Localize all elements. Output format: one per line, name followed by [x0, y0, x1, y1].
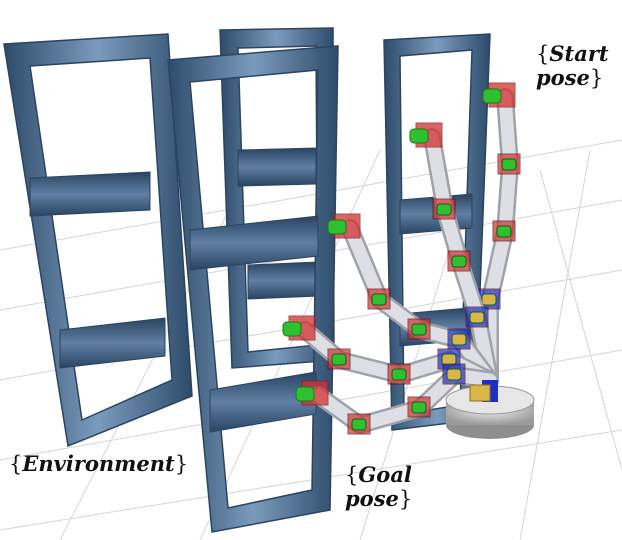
arm-config-4-joint-3 [441, 353, 457, 366]
goal-pose-label-line1: Goal [358, 462, 412, 487]
arm-config-start-end-joint [482, 88, 502, 104]
robot-base [445, 380, 535, 439]
frame-middle-bar-2 [209, 371, 317, 433]
frame-back-bar-2 [247, 261, 319, 300]
start-pose-label-line1: Start [549, 41, 609, 66]
arm-config-start-joint-1 [501, 158, 517, 171]
frame-middle [167, 45, 339, 533]
arm-config-goal-joint-3 [446, 368, 462, 381]
start-pose-label: {Start pose} [536, 41, 609, 91]
frame-left [3, 33, 193, 448]
arm-config-goal-joint-2 [411, 401, 427, 414]
arm-config-start-joint-3 [481, 293, 497, 306]
arm-config-3 [327, 213, 499, 389]
goal-pose-label-line2: pose [345, 486, 399, 512]
arm-config-4-joint-1 [331, 353, 347, 366]
arm-config-3-joint-3 [451, 333, 467, 346]
arm-config-3-joint-2 [411, 323, 427, 336]
frame-back-bar-1 [237, 147, 317, 187]
arm-config-goal-joint-1 [351, 418, 367, 431]
frame-left-bar-2 [59, 317, 166, 369]
robot-arm-paths [282, 82, 521, 435]
frame-middle-bar-1 [189, 215, 319, 271]
start-pose-label-line2: pose [536, 65, 590, 91]
arm-config-3-joint-1 [371, 293, 387, 306]
goal-pose-label: {Goal pose} [345, 462, 413, 512]
arm-config-goal [295, 363, 499, 435]
arm-config-start [477, 82, 521, 389]
environment-label-text: Environment [22, 451, 175, 476]
arm-config-goal-end-joint [295, 386, 315, 402]
arm-config-2-joint-3 [469, 311, 485, 324]
frame-left-bar-1 [29, 171, 151, 217]
arm-config-2 [409, 122, 499, 389]
arm-config-3-end-joint [327, 219, 347, 235]
arm-config-2-joint-1 [436, 203, 452, 216]
arm-config-4-end-joint [282, 321, 302, 337]
arm-config-4-joint-2 [391, 368, 407, 381]
environment-label: {Environment} [9, 451, 189, 476]
arm-config-2-joint-2 [451, 255, 467, 268]
arm-config-2-end-joint [409, 128, 429, 144]
frame-left-border [3, 33, 193, 448]
arm-config-start-joint-2 [496, 225, 512, 238]
